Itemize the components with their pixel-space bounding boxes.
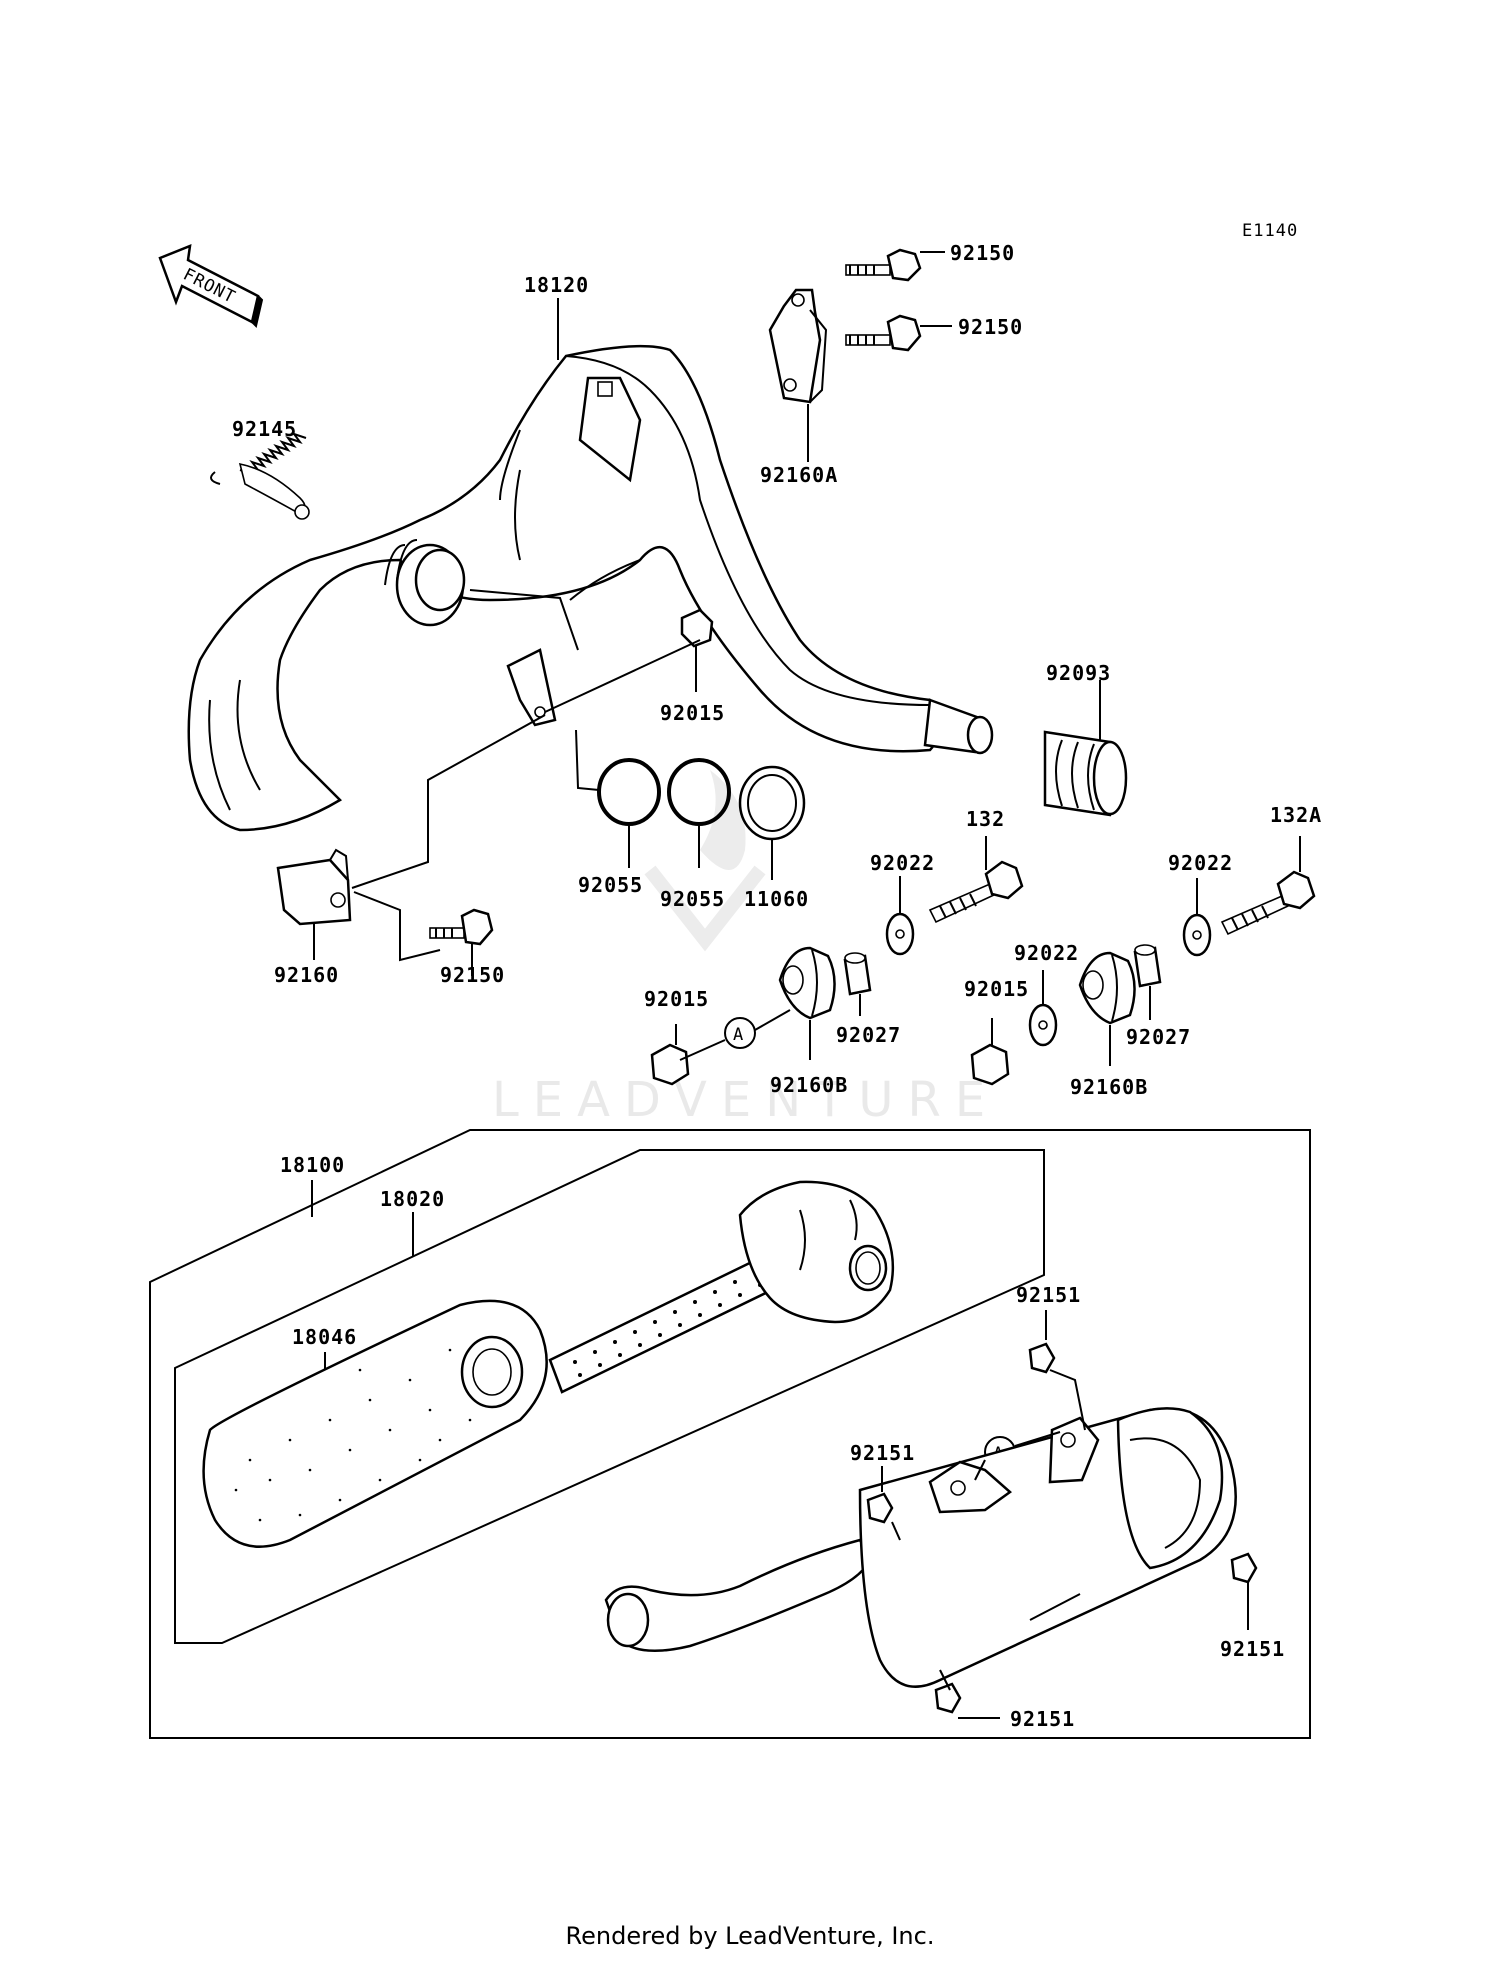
label-92160A: 92160A: [760, 463, 838, 487]
label-92022-2: 92022: [1168, 851, 1233, 875]
leader-lines: [313, 251, 1301, 1066]
label-92150-top2: 92150: [958, 315, 1023, 339]
label-92022-1: 92022: [870, 851, 935, 875]
label-92022-3: 92022: [1014, 941, 1079, 965]
label-18100: 18100: [280, 1153, 345, 1177]
bolt-92150-low: [429, 908, 494, 946]
label-92015-mid1: 92015: [644, 987, 709, 1011]
spring: [210, 432, 310, 520]
watermark-text: LEADVENTURE: [492, 1072, 999, 1128]
callout-a-top: A: [724, 1017, 756, 1049]
front-arrow-icon: FRONT: [158, 244, 264, 328]
label-92027-2: 92027: [1126, 1025, 1191, 1049]
label-92151-2: 92151: [850, 1441, 915, 1465]
bolts-92151: [866, 1342, 1258, 1714]
gaskets: [597, 758, 806, 841]
label-132: 132: [966, 807, 1005, 831]
bolt-132: [928, 860, 1024, 924]
footer-credit: Rendered by LeadVenture, Inc.: [565, 1922, 935, 1950]
diagram-code: E1140: [1242, 221, 1298, 241]
bolt-92150-top1: [845, 248, 922, 282]
nuts-92015: [650, 1043, 1010, 1086]
label-18020: 18020: [380, 1187, 445, 1211]
label-132A: 132A: [1270, 803, 1322, 827]
silencer-body: [604, 1407, 1237, 1688]
nut-92015-top: [680, 608, 714, 648]
bolt-92150-top2: [845, 314, 922, 352]
label-92015-mid2: 92015: [964, 977, 1029, 1001]
label-92015-top: 92015: [660, 701, 725, 725]
lower-leader-lines: [881, 1310, 1249, 1719]
label-92150-low: 92150: [440, 963, 505, 987]
label-92151-4: 92151: [1010, 1707, 1075, 1731]
spacers-92027: [843, 944, 1162, 996]
label-18046: 18046: [292, 1325, 357, 1349]
label-92055-2: 92055: [660, 887, 725, 911]
label-92093: 92093: [1046, 661, 1111, 685]
label-11060: 11060: [744, 887, 809, 911]
label-92055-1: 92055: [578, 873, 643, 897]
label-92150-top1: 92150: [950, 241, 1015, 265]
silencer-packing: [202, 1299, 548, 1548]
label-92160: 92160: [274, 963, 339, 987]
bolt-132A: [1220, 870, 1316, 936]
label-92027-1: 92027: [836, 1023, 901, 1047]
label-92151-3: 92151: [1220, 1637, 1285, 1661]
perforated-core: [548, 1180, 895, 1394]
label-18120: 18120: [524, 273, 589, 297]
part-labels: 18120 92145 92150 92150 92160A 92015 920…: [232, 241, 1322, 1731]
label-92160B-2: 92160B: [1070, 1075, 1148, 1099]
watermark: LEADVENTURE: [492, 770, 999, 1128]
bracket-92160A: [768, 288, 828, 404]
svg-text:A: A: [733, 1025, 744, 1045]
expansion-chamber: [187, 344, 994, 832]
bracket-92160: [276, 848, 352, 926]
rubber-boot: [1043, 730, 1128, 817]
label-92145: 92145: [232, 417, 297, 441]
label-92160B-1: 92160B: [770, 1073, 848, 1097]
dampers-92160B: [778, 946, 1136, 1025]
label-92151-1: 92151: [1016, 1283, 1081, 1307]
